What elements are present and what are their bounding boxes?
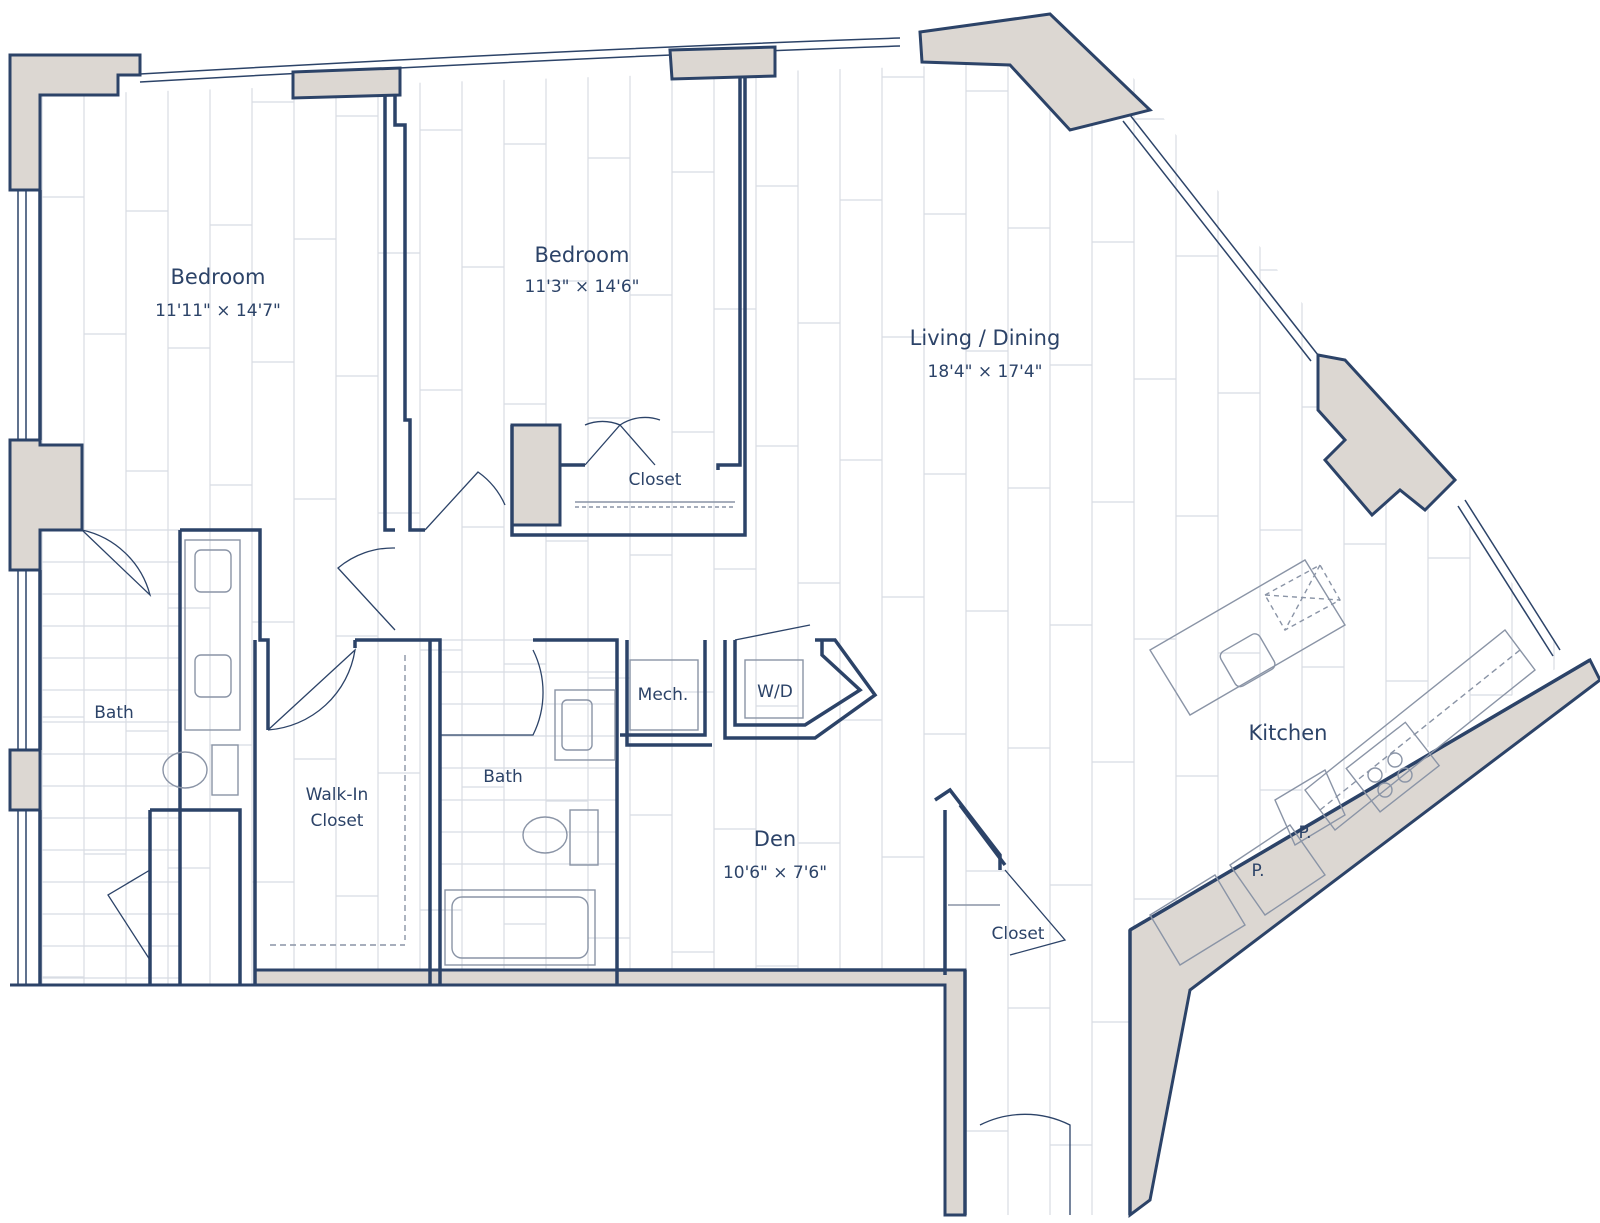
sink-left-2: [194, 654, 232, 698]
bedroom-center-dims: 11'3" × 14'6": [525, 277, 640, 297]
pantry-1-label: P.: [1298, 823, 1311, 843]
door-closet-bedroom: [584, 416, 661, 466]
closet-bedroom-label: Closet: [629, 470, 682, 490]
kitchen-island: [1149, 559, 1346, 716]
wall-kitchen-angle: [1128, 657, 1600, 1218]
den-name: Den: [754, 827, 796, 851]
wall-left-column-2: [8, 438, 84, 572]
wall-lines: [38, 78, 1591, 1215]
wall-left-column-3: [8, 748, 42, 812]
walk-in-line2: Closet: [311, 811, 364, 831]
wall-bottom-left: [10, 968, 967, 1217]
bathtub: [444, 889, 596, 966]
vanity-left: [184, 539, 241, 731]
door-entry: [979, 1113, 1071, 1215]
living-dining-dims: 18'4" × 17'4": [928, 362, 1043, 382]
wall-bedroom-closet-block: [510, 423, 562, 527]
bedroom-left-name: Bedroom: [171, 265, 266, 289]
walk-in-line1: Walk-In: [306, 785, 369, 805]
bath-left-label: Bath: [94, 703, 134, 723]
door-walk-in: [267, 648, 356, 731]
bath-center-label: Bath: [483, 767, 523, 787]
sink-left-1: [194, 549, 232, 593]
door-bath-left: [81, 529, 152, 598]
wd-label: W/D: [757, 682, 793, 702]
door-bath-bedroom1: [337, 547, 396, 631]
door-shower: [107, 869, 151, 961]
doors: [81, 416, 1071, 1215]
door-bath-center: [440, 649, 544, 736]
door-bedroom-2: [424, 471, 506, 531]
wall-top-pier-2: [668, 45, 777, 81]
room-labels: Bedroom 11'11" × 14'7" Bedroom 11'3" × 1…: [94, 243, 1327, 944]
pantry-2-label: P.: [1251, 861, 1264, 881]
door-closet-entry: [1004, 869, 1067, 956]
bedroom-left-dims: 11'11" × 14'7": [155, 301, 281, 321]
range: [1345, 721, 1441, 813]
bedroom-center-name: Bedroom: [535, 243, 630, 267]
mech-label: Mech.: [638, 685, 689, 705]
wall-top-left-column: [8, 53, 142, 192]
walls: [8, 12, 1600, 1218]
windows: [17, 37, 1561, 985]
fixtures: [162, 501, 1536, 966]
wall-top-corner: [918, 12, 1153, 132]
wall-top-pier-1: [291, 66, 402, 100]
kitchen-label: Kitchen: [1249, 721, 1328, 745]
wall-right-pier: [1316, 353, 1458, 518]
living-dining-name: Living / Dining: [910, 326, 1061, 350]
door-wd: [734, 624, 811, 641]
closet-entry-label: Closet: [992, 924, 1045, 944]
den-dims: 10'6" × 7'6": [723, 863, 827, 883]
